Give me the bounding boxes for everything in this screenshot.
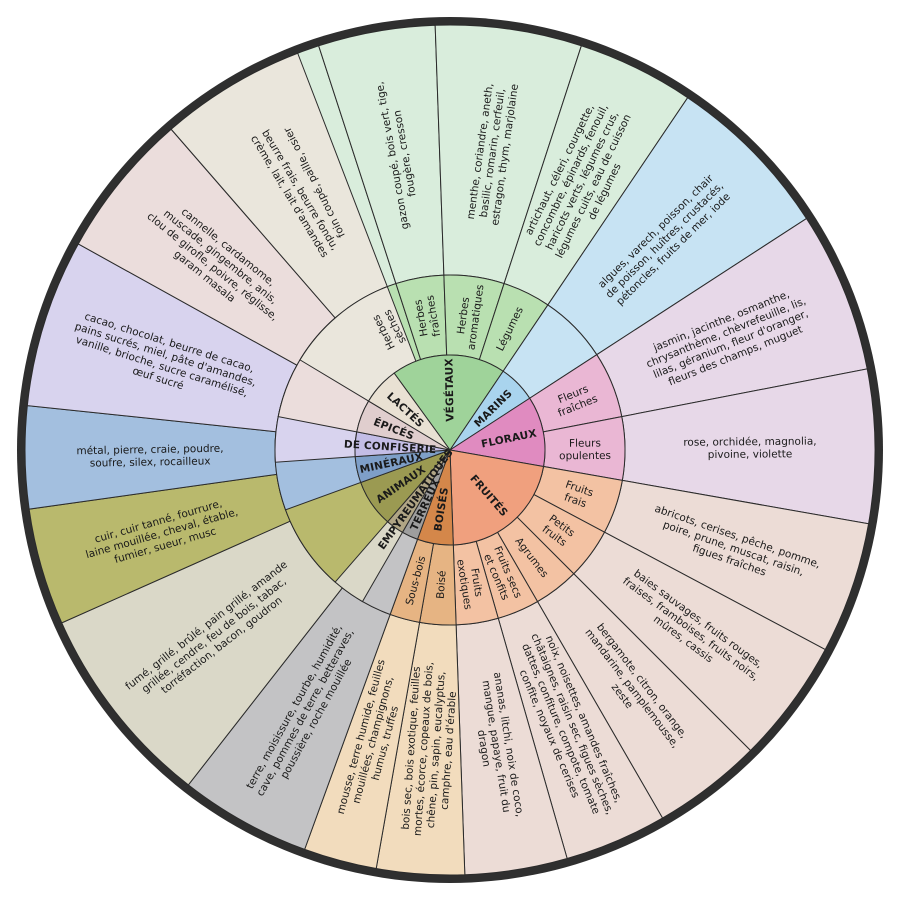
descriptor-text-floraux-line: rose, orchidée, magnolia, <box>683 436 816 449</box>
descriptor-text-mineraux-line: soufre, silex, rocailleux <box>90 455 211 469</box>
descriptor-text-vegetaux: menthe, coriandre, aneth,basilic, romari… <box>465 82 521 226</box>
category-segment-floraux <box>448 397 546 468</box>
category-label-vegetaux-line: VÉGÉTAUX <box>442 358 456 422</box>
category-label-vegetaux: VÉGÉTAUX <box>442 358 456 422</box>
descriptor-text-floraux: rose, orchidée, magnolia,pivoine, violet… <box>683 436 816 461</box>
descriptor-text-mineraux: métal, pierre, craie, poudre,soufre, sil… <box>76 443 223 470</box>
subcategory-label-floraux-line: opulentes <box>559 450 611 462</box>
subcategory-label-floraux-line: Fleurs <box>569 437 601 449</box>
subcategory-label-boises: Boisé <box>435 570 449 599</box>
category-label-confiserie: DE CONFISERIE <box>343 439 436 457</box>
category-segment-fruites <box>449 449 545 546</box>
descriptor-text-fruites-line: dragon <box>475 729 493 768</box>
category-segment-vegetaux <box>393 354 504 451</box>
descriptor-text-floraux-line: pivoine, violette <box>708 448 793 461</box>
category-label-confiserie-line: DE CONFISERIE <box>343 439 436 457</box>
subcategory-label-boises-line: Boisé <box>435 570 449 599</box>
descriptor-text-mineraux-line: métal, pierre, craie, poudre, <box>76 443 223 458</box>
subcategory-label-fruites-line: Fruits <box>468 567 484 597</box>
category-segment-lactes <box>367 372 451 451</box>
subcategory-label-vegetaux-line: Herbes <box>455 296 472 335</box>
